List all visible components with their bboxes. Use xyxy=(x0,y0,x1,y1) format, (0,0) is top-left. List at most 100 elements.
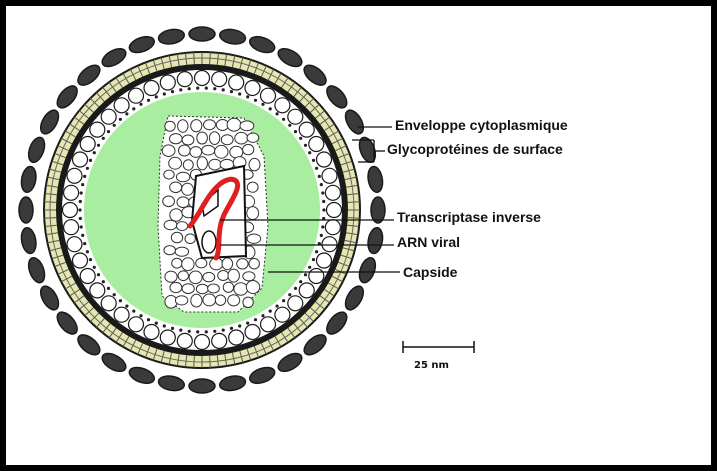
glycoprotein-knob xyxy=(26,256,48,285)
matrix-bead xyxy=(63,203,78,218)
capsid-bead xyxy=(170,182,182,193)
matrix-dot xyxy=(269,310,272,313)
glycoprotein-knob xyxy=(26,135,48,164)
matrix-bead xyxy=(129,317,144,332)
glycoprotein-knob xyxy=(20,227,38,255)
capsid-bead xyxy=(172,258,182,268)
matrix-dot xyxy=(147,318,150,321)
matrix-bead xyxy=(245,325,260,340)
capsid-bead xyxy=(237,259,248,269)
matrix-dot xyxy=(102,280,105,283)
glycoprotein-knob xyxy=(157,374,185,392)
capsid-bead xyxy=(175,247,188,256)
capsid-bead xyxy=(164,220,177,230)
capsid-bead xyxy=(227,118,241,131)
matrix-bead xyxy=(212,333,227,348)
matrix-bead xyxy=(229,75,244,90)
matrix-dot xyxy=(261,314,264,317)
matrix-dot xyxy=(155,322,158,325)
matrix-dot xyxy=(188,330,191,333)
matrix-dot xyxy=(147,99,150,102)
capsid-bead xyxy=(196,284,208,293)
glycoprotein-knob xyxy=(20,165,38,193)
matrix-dot xyxy=(276,112,279,115)
glycoprotein-knob xyxy=(275,350,305,375)
matrix-dot xyxy=(294,130,297,133)
matrix-dot xyxy=(171,327,174,330)
glycoprotein-knob xyxy=(127,34,156,56)
capsid-bead xyxy=(235,132,248,144)
glycoprotein-knob xyxy=(99,45,129,70)
glycoprotein-knob xyxy=(127,364,156,386)
matrix-dot xyxy=(83,242,86,245)
matrix-dot xyxy=(188,87,191,90)
capsid-bead xyxy=(223,282,233,292)
capsid-bead xyxy=(247,133,259,142)
matrix-dot xyxy=(299,280,302,283)
matrix-dot xyxy=(282,299,285,302)
reverse-transcriptase-enzyme xyxy=(202,231,216,253)
matrix-bead xyxy=(177,333,192,348)
matrix-dot xyxy=(321,191,324,194)
matrix-bead xyxy=(212,72,227,87)
glycoprotein-knob xyxy=(219,374,247,392)
matrix-dot xyxy=(119,118,122,121)
matrix-dot xyxy=(288,124,291,127)
matrix-dot xyxy=(139,103,142,106)
glycoprotein-knob xyxy=(301,331,330,358)
matrix-dot xyxy=(246,322,249,325)
matrix-bead xyxy=(327,203,342,218)
capsid-bead xyxy=(164,170,174,179)
matrix-bead xyxy=(229,330,244,345)
capsid-bead xyxy=(190,147,202,158)
capsid-bead xyxy=(189,271,202,284)
matrix-dot xyxy=(79,217,82,220)
matrix-dot xyxy=(179,329,182,332)
matrix-dot xyxy=(269,107,272,110)
matrix-bead xyxy=(73,253,88,268)
matrix-bead xyxy=(325,220,340,235)
glycoprotein-knob xyxy=(248,34,277,56)
matrix-bead xyxy=(195,335,210,350)
matrix-bead xyxy=(160,330,175,345)
capsid-bead xyxy=(249,158,260,170)
capsid-bead xyxy=(171,232,182,243)
capsid-bead xyxy=(215,295,225,305)
matrix-dot xyxy=(254,99,257,102)
capsid-bead xyxy=(209,132,219,145)
label-viral-rna: ARN viral xyxy=(397,234,460,250)
matrix-bead xyxy=(144,81,159,96)
matrix-dot xyxy=(97,273,100,276)
matrix-bead xyxy=(309,269,324,284)
capsid-bead xyxy=(218,271,229,281)
matrix-dot xyxy=(125,305,128,308)
matrix-dot xyxy=(205,330,208,333)
matrix-dot xyxy=(93,266,96,269)
capsid-bead xyxy=(176,172,189,182)
glycoprotein-knob xyxy=(189,27,215,41)
capsid-bead xyxy=(178,271,188,281)
matrix-dot xyxy=(304,144,307,147)
matrix-dot xyxy=(312,258,315,261)
capsid-bead xyxy=(240,121,254,131)
matrix-dot xyxy=(282,118,285,121)
capsid-bead xyxy=(177,197,189,208)
matrix-bead xyxy=(195,71,210,86)
matrix-dot xyxy=(213,330,216,333)
capsid-bead xyxy=(243,144,254,154)
capsid-bead xyxy=(228,269,239,282)
matrix-dot xyxy=(107,287,110,290)
matrix-dot xyxy=(79,200,82,203)
matrix-dot xyxy=(155,95,158,98)
capsid-bead xyxy=(169,157,182,169)
matrix-bead xyxy=(67,237,82,252)
capsid-bead xyxy=(170,134,183,144)
matrix-bead xyxy=(73,152,88,167)
matrix-bead xyxy=(322,168,337,183)
matrix-bead xyxy=(101,296,116,311)
capsid-bead xyxy=(196,258,207,268)
matrix-dot xyxy=(125,112,128,115)
capsid-bead xyxy=(165,121,175,131)
matrix-dot xyxy=(213,87,216,90)
glycoprotein-knob xyxy=(275,45,305,70)
